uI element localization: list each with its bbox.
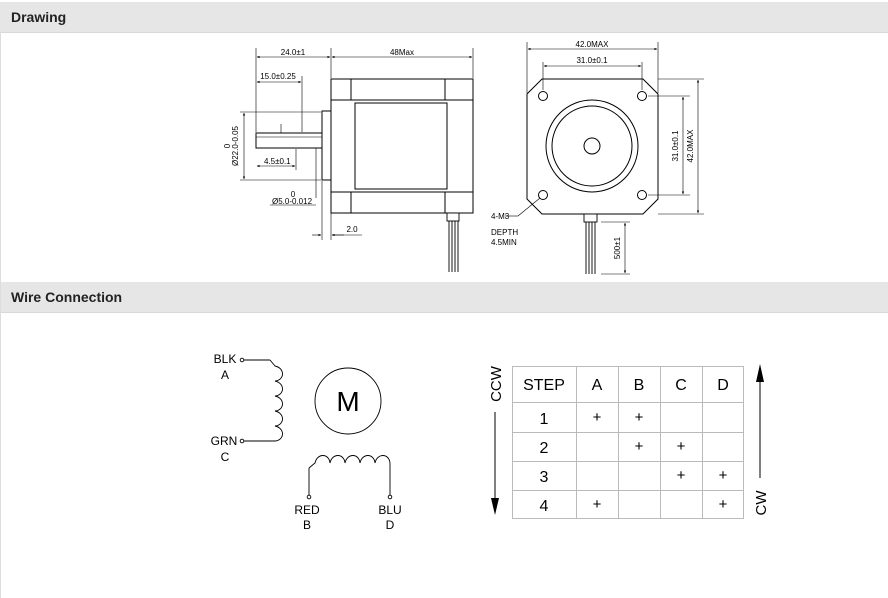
step-energized-mark: + <box>677 438 686 455</box>
dim-w42-label: 42.0MAX <box>576 40 610 49</box>
side-dimension-labels: 24.0±1 48Max 15.0±0.25 4.5±0.1 0 Ø5.0-0.… <box>223 48 414 234</box>
front-boss-inner <box>551 105 633 187</box>
front-dimension-labels: 42.0MAX 31.0±0.1 31.0±0.1 42.0MAX 4-M3 D… <box>491 40 695 259</box>
thread-spec-line3: 4.5MIN <box>491 238 517 247</box>
wire-label-a: A <box>221 368 229 382</box>
dim-4-5-label: 4.5±0.1 <box>264 157 291 166</box>
step-energized-mark: + <box>677 467 686 484</box>
dim-15-label: 15.0±0.25 <box>260 72 296 81</box>
dim-h31-label: 31.0±0.1 <box>671 130 680 162</box>
side-body-outline <box>330 78 474 214</box>
drawing-section-title: Drawing <box>11 9 67 25</box>
motor-front-view <box>526 78 659 274</box>
dim-w31-label: 31.0±0.1 <box>576 56 608 65</box>
motor-side-view <box>255 78 474 272</box>
dim-dia22-tolerance: 0 <box>223 143 232 148</box>
step-energized-mark: + <box>593 409 602 426</box>
step-table-header: B <box>634 377 645 394</box>
front-boss-outer <box>545 99 639 193</box>
step-number: 3 <box>540 469 549 486</box>
step-energized-mark: + <box>719 467 728 484</box>
coil-bd <box>308 455 391 469</box>
mount-hole <box>637 91 647 101</box>
step-table-header: D <box>717 377 729 394</box>
cw-label: CW <box>753 490 770 516</box>
dim-dia5-tolerance: 0 <box>291 190 296 199</box>
motor-symbol-label: M <box>336 386 359 417</box>
step-energized-mark: + <box>635 409 644 426</box>
content-left-border <box>0 31 1 598</box>
step-energized-mark: + <box>593 496 602 513</box>
side-lead-wires <box>446 212 460 272</box>
ccw-label: CCW <box>488 365 505 402</box>
side-shaft <box>255 132 323 149</box>
mount-hole <box>637 190 647 200</box>
dim-h42-label: 42.0MAX <box>686 129 695 163</box>
front-flange-outline <box>526 78 659 215</box>
step-table-grid <box>512 366 744 519</box>
ccw-direction-arrow <box>491 412 499 515</box>
dim-dia5-label: Ø5.0-0.012 <box>272 197 313 206</box>
step-number: 4 <box>540 498 549 515</box>
wire-label-blu: BLU <box>378 503 401 517</box>
mount-hole <box>538 190 548 200</box>
wire-section-title: Wire Connection <box>11 289 123 305</box>
thread-spec-line2: DEPTH <box>491 228 518 237</box>
wire-label-b: B <box>303 518 311 532</box>
wire-label-grn: GRN <box>211 434 238 448</box>
wire-label-red: RED <box>294 503 320 517</box>
front-dimensions <box>505 42 704 275</box>
step-energized-mark: + <box>635 438 644 455</box>
step-table-header: C <box>675 377 687 394</box>
side-lamination-block <box>354 102 448 190</box>
wire-label-c: C <box>221 450 230 464</box>
drawing-section-header: Drawing <box>0 2 888 33</box>
dim-2-label: 2.0 <box>346 225 358 234</box>
wire-section-header: Wire Connection <box>0 282 888 313</box>
side-boss <box>321 110 332 181</box>
coil-ac <box>269 359 283 442</box>
step-sequence: STEP A B C D 1 + +2 + +3 + +4 + + CCW CW <box>488 364 770 519</box>
motor-symbol-circle <box>314 367 382 435</box>
dim-24-label: 24.0±1 <box>281 48 306 57</box>
mount-hole <box>538 91 548 101</box>
front-shaft <box>583 137 601 155</box>
thread-spec-line1: 4-M3 <box>491 212 510 221</box>
dim-48-label: 48Max <box>390 48 414 57</box>
cw-direction-arrow <box>756 364 764 478</box>
front-lead-wires <box>583 213 598 274</box>
wiring-diagram: BLK A GRN C RED B BLU D M <box>211 352 402 532</box>
step-number: 1 <box>540 411 549 428</box>
step-energized-mark: + <box>719 496 728 513</box>
dim-lead-label: 500±1 <box>613 236 622 259</box>
wire-label-blk: BLK <box>214 352 237 366</box>
step-table-cells: STEP A B C D 1 + +2 + +3 + +4 + + <box>523 377 729 515</box>
step-table-header: STEP <box>523 377 565 394</box>
step-number: 2 <box>540 440 549 457</box>
step-table-header: A <box>592 377 603 394</box>
side-dimensions <box>240 48 474 240</box>
wire-label-d: D <box>386 518 395 532</box>
dim-dia22-label: Ø22.0-0.05 <box>231 125 240 166</box>
